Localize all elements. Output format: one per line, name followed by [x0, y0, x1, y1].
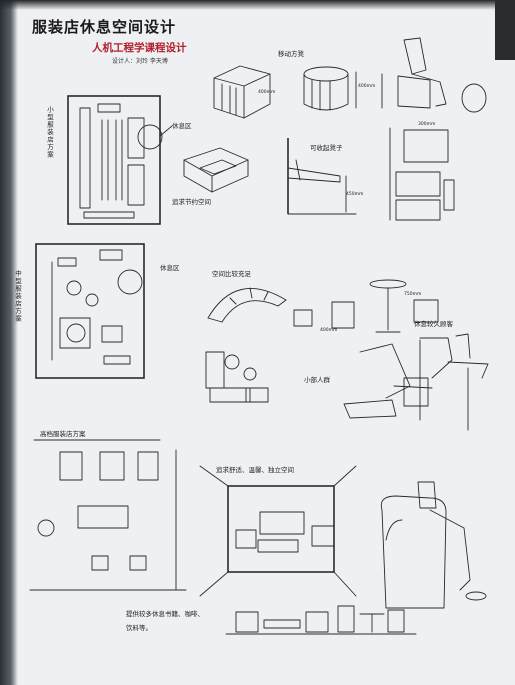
label-comfort: 追求舒适、温馨、独立空间 — [216, 466, 294, 474]
floor-plan-large-store — [29, 439, 187, 591]
label-long-wait: 休息较久顾客 — [414, 320, 453, 328]
poster-title: 服装店休息空间设计 — [32, 18, 177, 36]
seated-person-laptop-sketch — [419, 333, 489, 431]
dimension-label-2: 400mm — [358, 84, 376, 89]
small-person-sketch — [343, 343, 433, 419]
label-more-space: 空间比较充足 — [212, 270, 251, 278]
poster-author: 设计人：刘玲 李天博 — [112, 58, 168, 65]
label-drinks: 饮料等。 — [126, 624, 152, 632]
curved-sofa-sketch — [207, 287, 355, 329]
stool-group-sketch — [205, 351, 269, 403]
label-save-space: 追求节约空间 — [172, 198, 211, 206]
vertical-label-plan-b: 中型服装店方案 — [13, 270, 22, 323]
label-movable-cube: 移动方凳 — [278, 50, 304, 58]
dimension-label-5: 750mm — [404, 292, 422, 297]
label-rest-area-1: 休息区 — [172, 122, 192, 130]
dimension-label-3: 450mm — [346, 192, 364, 197]
dimension-label-1: 400mm — [258, 90, 276, 95]
seated-person-sketch-1 — [381, 37, 487, 113]
movable-stool-sketches — [213, 65, 357, 119]
room-perspective-sketch — [199, 465, 357, 597]
dimension-label-6: 400mm — [320, 328, 338, 333]
rest-area-sketch-1 — [159, 125, 249, 193]
bottom-furniture-row-sketch — [225, 605, 417, 635]
table-sketch — [369, 279, 439, 333]
top-edge-shadow — [0, 0, 515, 10]
label-provide-services: 提供较多休息书籍、咖啡、 — [126, 610, 204, 618]
vertical-label-plan-a: 小型服装店方案 — [45, 106, 54, 159]
floor-plan-medium-store — [35, 243, 145, 379]
label-small-people: 小部人群 — [304, 376, 330, 384]
label-large-store: 高档服装店方案 — [40, 430, 86, 438]
armchair-person-sketch — [380, 481, 487, 609]
label-foldable-stool: 可收起凳子 — [310, 144, 343, 152]
top-right-corner-shadow — [495, 0, 515, 60]
label-rest-area-2: 休息区 — [160, 264, 180, 272]
poster-subtitle: 人机工程学课程设计 — [92, 42, 187, 54]
dimension-label-4: 300mm — [418, 122, 436, 127]
fold-detail-sketches — [389, 127, 455, 221]
left-edge-shadow — [0, 0, 18, 685]
floor-plan-small-store — [67, 95, 163, 225]
foldable-stool-sketch — [287, 138, 357, 215]
